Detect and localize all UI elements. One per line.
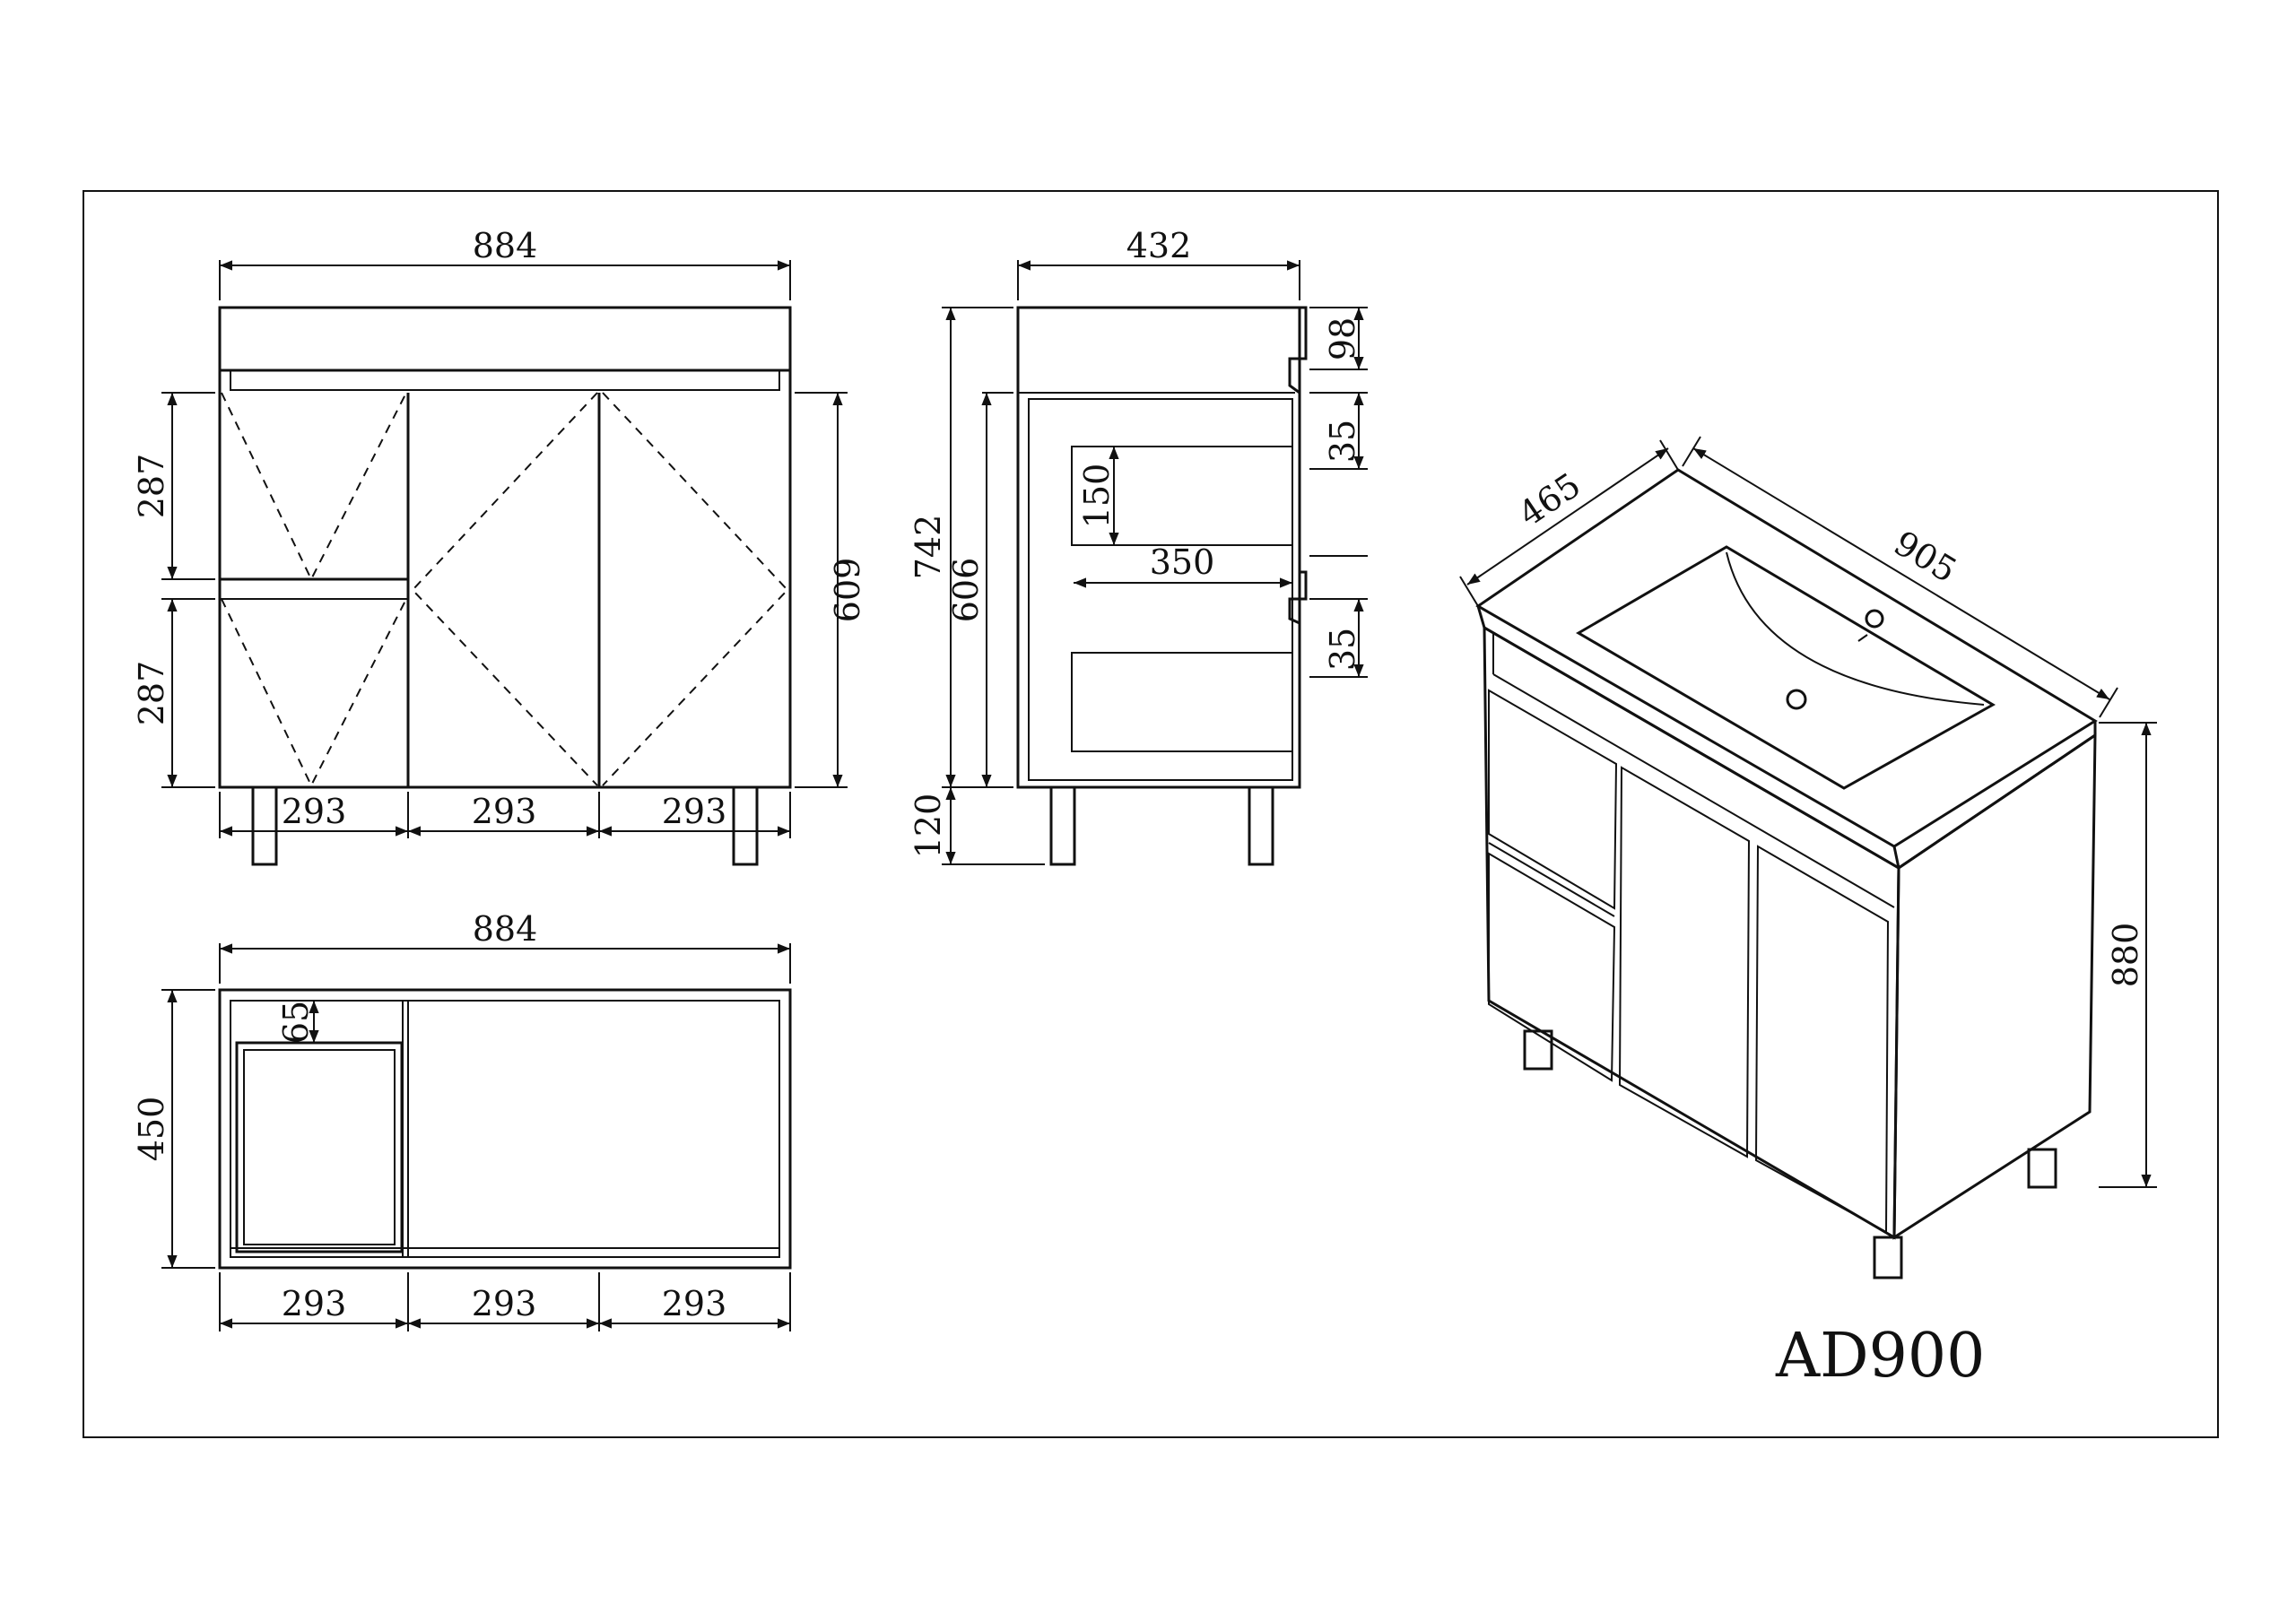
front-drawer-top-height-label: 287 <box>132 454 171 519</box>
side-leg-height-label: 120 <box>909 794 948 859</box>
front-bay-3-label: 293 <box>662 792 727 831</box>
front-drawer-bottom-height-label: 287 <box>132 661 171 726</box>
front-view: 884 287 287 609 293 293 293 <box>132 226 865 866</box>
model-label: AD900 <box>1775 1321 1985 1392</box>
side-view: 432 742 606 120 150 350 98 35 35 <box>909 226 1368 866</box>
front-width-label: 884 <box>473 226 538 265</box>
side-depth-label: 432 <box>1126 226 1192 265</box>
plan-view: 884 450 65 293 293 293 <box>132 909 792 1331</box>
front-cabinet-height-label: 609 <box>826 558 865 623</box>
iso-width-label: 905 <box>1887 523 1963 590</box>
side-total-height-label: 742 <box>909 515 948 580</box>
side-body-height-label: 606 <box>946 558 986 623</box>
side-drawer-height-label: 150 <box>1077 464 1117 529</box>
plan-bay-3-label: 293 <box>662 1284 727 1323</box>
side-gap-2-label: 35 <box>1323 628 1362 671</box>
iso-height-label: 880 <box>2106 923 2145 988</box>
plan-depth-label: 450 <box>132 1097 171 1162</box>
plan-width-label: 884 <box>473 909 538 949</box>
plan-drawer-offset-label: 65 <box>276 1001 316 1044</box>
front-bay-2-label: 293 <box>472 792 537 831</box>
side-top-height-label: 98 <box>1323 317 1362 360</box>
side-gap-1-label: 35 <box>1323 420 1362 463</box>
plan-bay-2-label: 293 <box>472 1284 537 1323</box>
sheet-border <box>83 190 2219 1438</box>
front-bay-1-label: 293 <box>282 792 347 831</box>
iso-depth-label: 465 <box>1511 465 1587 534</box>
side-drawer-depth-label: 350 <box>1150 542 1215 582</box>
plan-bay-1-label: 293 <box>282 1284 347 1323</box>
iso-view: 465 905 880 <box>1459 436 2157 1279</box>
